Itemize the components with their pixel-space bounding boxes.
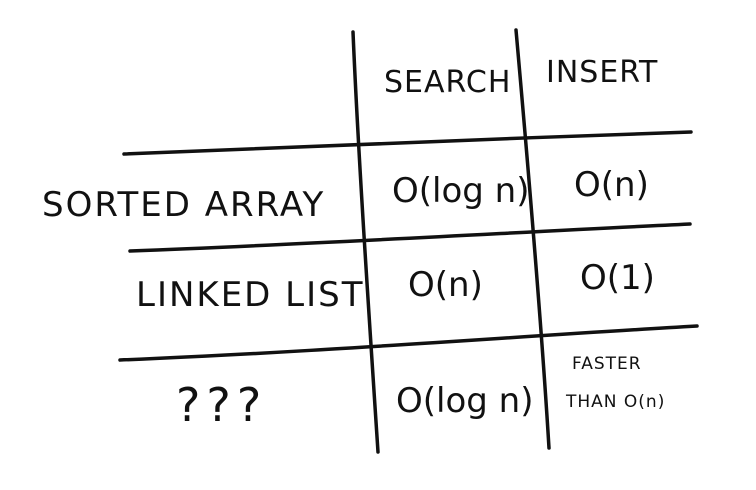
grid-line-horizontal-1 — [122, 130, 693, 156]
cell-unknown-insert-line2: THAN O(n) — [566, 392, 666, 412]
row-label-sorted-array: SORTED ARRAY — [42, 185, 326, 225]
cell-linked-list-search: O(n) — [408, 265, 483, 305]
cell-unknown-search: O(log n) — [396, 381, 534, 421]
grid-line-horizontal-3 — [118, 324, 699, 362]
column-header-search: SEARCH — [384, 65, 512, 100]
row-label-linked-list: LINKED LIST — [136, 275, 365, 315]
cell-unknown-insert-line1: FASTER — [572, 354, 642, 374]
row-label-unknown: ??? — [176, 378, 268, 432]
cell-sorted-array-insert: O(n) — [574, 165, 649, 205]
column-header-insert: INSERT — [546, 55, 659, 90]
cell-sorted-array-search: O(log n) — [392, 171, 530, 211]
grid-line-vertical-right — [514, 28, 551, 450]
grid-line-vertical-left — [351, 30, 380, 454]
grid-line-horizontal-2 — [128, 222, 692, 253]
cell-linked-list-insert: O(1) — [580, 258, 655, 298]
